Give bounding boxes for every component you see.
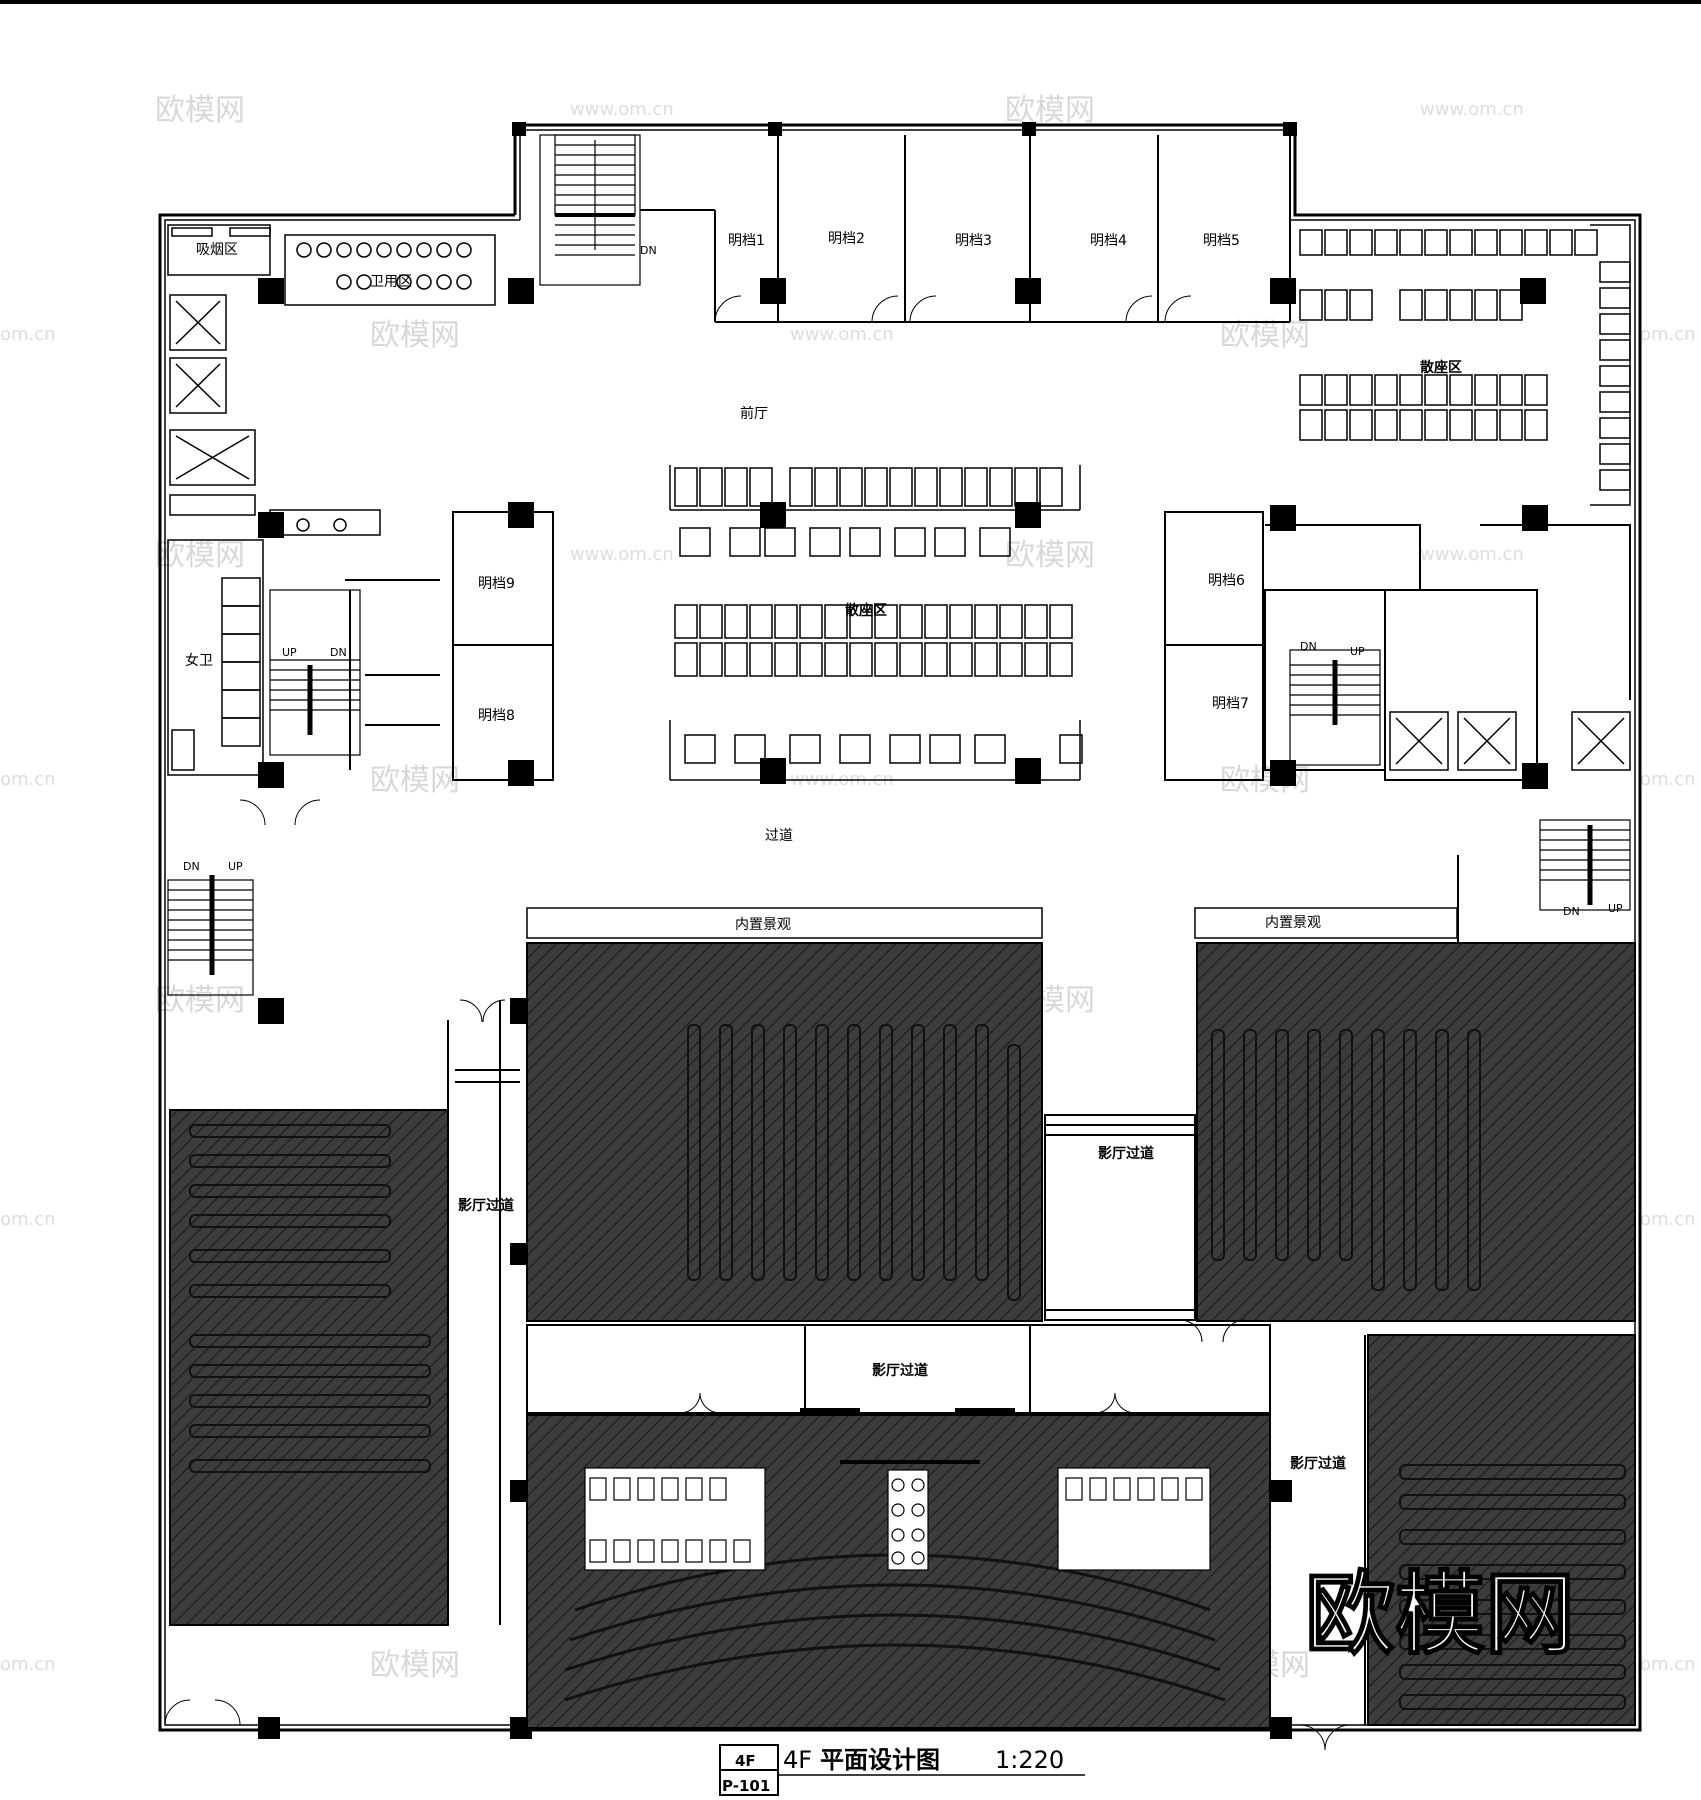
- room-label-cinema-corridor-mid: 影厅过道: [1098, 1145, 1154, 1162]
- watermark-url: www.om.cn: [1420, 99, 1524, 120]
- watermark-url: www.om.cn: [570, 544, 674, 565]
- room-label-seating-top-right: 散座区: [1420, 359, 1462, 376]
- room-label-archive-6: 明档6: [1208, 573, 1245, 589]
- watermark-text: 欧模网: [370, 318, 460, 353]
- vip-booths: [584, 1467, 1211, 1571]
- stair-label-dn: DN: [183, 860, 200, 873]
- watermark-url: om.cn: [1640, 1209, 1696, 1230]
- watermark-url: om.cn: [0, 1654, 56, 1675]
- archive-rooms-top: [640, 135, 1291, 323]
- room-label-archive-9: 明档9: [478, 576, 515, 592]
- watermark-text: 欧模网: [155, 983, 245, 1018]
- seat-rows-bottom-right: [1399, 1464, 1626, 1710]
- title-scale: 1:220: [995, 1746, 1064, 1774]
- stair-label-up: UP: [1608, 902, 1623, 915]
- room-label-smoking: 吸烟区: [196, 242, 238, 258]
- stair-label-up: UP: [1350, 645, 1365, 658]
- watermark-url: om.cn: [1640, 324, 1696, 345]
- title-tag-top: 4F: [735, 1752, 756, 1770]
- room-label-cinema-corridor-left: 影厅过道: [458, 1197, 514, 1214]
- stair-label-dn: DN: [640, 244, 657, 257]
- watermark-url: om.cn: [1640, 1654, 1696, 1675]
- corridor-walls: [447, 1000, 1366, 1725]
- room-label-archive-4: 明档4: [1090, 233, 1127, 249]
- stair-right-center: [1289, 649, 1381, 766]
- watermark-text: 欧模网: [370, 1648, 460, 1683]
- stair-right-lower: [1457, 819, 1631, 951]
- stair-left-lower: [167, 875, 254, 996]
- title-main: 平面设计图: [820, 1746, 940, 1774]
- seat-rows-left: [189, 1124, 431, 1473]
- stair-label-dn: DN: [330, 646, 347, 659]
- smoking-area: [167, 224, 496, 306]
- title-block: 4F P-101 4F 平面设计图 1:220: [719, 1744, 1085, 1796]
- room-label-seating-center: 散座区: [845, 602, 887, 619]
- watermark-url: om.cn: [0, 769, 56, 790]
- room-label-archive-2: 明档2: [828, 231, 865, 247]
- seat-rows-bottom-curved: [564, 1553, 1226, 1702]
- watermark-text: 欧模网: [370, 763, 460, 798]
- room-label-landscape-right: 内置景观: [1265, 915, 1321, 931]
- watermark-url: om.cn: [1640, 769, 1696, 790]
- archive-rooms-left: [345, 511, 554, 781]
- watermark-big: 欧模网: [1305, 1562, 1575, 1667]
- stair-label-up: UP: [282, 646, 297, 659]
- watermark-url: www.om.cn: [790, 324, 894, 345]
- elevators-left: [169, 294, 381, 536]
- watermark-text: 欧模网: [155, 538, 245, 573]
- watermark-url: www.om.cn: [1420, 544, 1524, 565]
- watermark-url: www.om.cn: [570, 99, 674, 120]
- title-prefix: 4F: [783, 1746, 812, 1774]
- watermark-url: om.cn: [0, 324, 56, 345]
- archive-rooms-right: [1164, 511, 1631, 781]
- room-label-archive-1: 明档1: [728, 233, 765, 249]
- watermark-text: 欧模网: [155, 93, 245, 128]
- watermark-text: 欧模网: [1220, 318, 1310, 353]
- watermark-text: 欧模网: [1005, 538, 1095, 573]
- ladies-restroom: [167, 539, 264, 776]
- seat-rows-center: [687, 1024, 1021, 1301]
- watermark-url: om.cn: [0, 1209, 56, 1230]
- seating-area-center: [669, 465, 1083, 781]
- cinema-hall-left: [169, 1109, 449, 1626]
- room-label-cinema-corridor-right: 影厅过道: [1290, 1455, 1346, 1472]
- room-label-area-top-left: 卫用区: [370, 274, 412, 290]
- room-label-corridor: 过道: [765, 828, 793, 844]
- room-label-ladies-wc: 女卫: [185, 652, 213, 669]
- room-label-archive-8: 明档8: [478, 708, 515, 724]
- stair-left-center: [269, 589, 361, 756]
- room-label-landscape-left: 内置景观: [735, 917, 791, 933]
- stair-label-dn: DN: [1300, 640, 1317, 653]
- room-label-archive-7: 明档7: [1212, 696, 1249, 712]
- seat-rows-right: [1211, 1029, 1481, 1291]
- elevators-right: [1389, 711, 1631, 771]
- seating-area-top-right: [1299, 224, 1631, 506]
- room-label-archive-3: 明档3: [955, 233, 992, 249]
- stair-label-dn: DN: [1563, 905, 1580, 918]
- title-tag-bottom: P-101: [722, 1777, 770, 1795]
- room-label-archive-5: 明档5: [1203, 233, 1240, 249]
- room-label-cinema-corridor-center: 影厅过道: [872, 1362, 928, 1379]
- stair-label-up: UP: [228, 860, 243, 873]
- door-swings: [164, 799, 1351, 1751]
- stair-top: [539, 134, 641, 286]
- landscape-strips: [526, 907, 1458, 939]
- room-label-lobby: 前厅: [740, 405, 768, 422]
- watermark-text: 欧模网: [1005, 93, 1095, 128]
